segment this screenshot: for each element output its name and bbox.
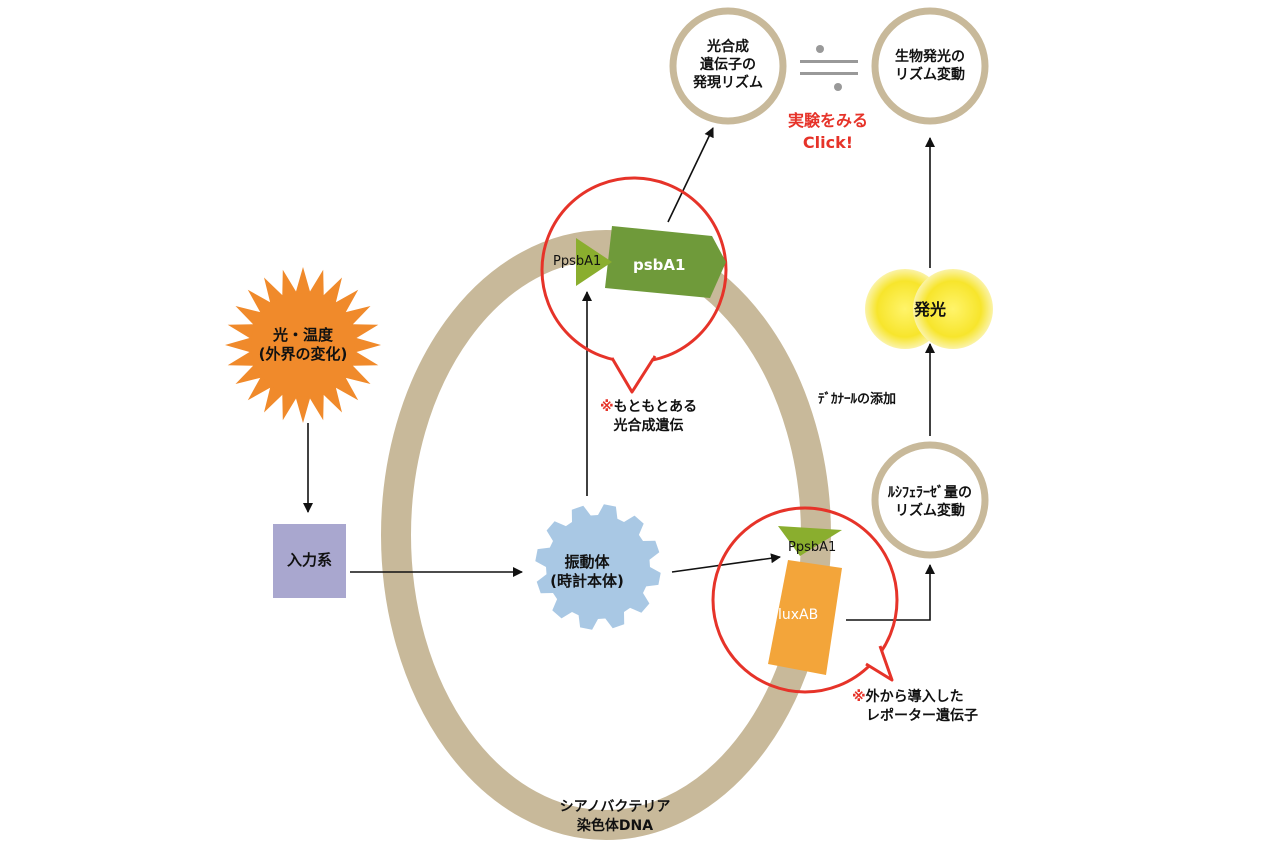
decanal-step-label: ﾃﾞｶﾅｰﾙの添加 bbox=[818, 392, 897, 407]
native-gene-callout bbox=[540, 176, 728, 394]
input-system-box bbox=[273, 524, 346, 598]
emission-label: 発光 bbox=[913, 300, 946, 319]
luxab-promoter-label: PpsbA1 bbox=[788, 540, 837, 555]
luxab-gene-block bbox=[768, 560, 842, 675]
sun-icon bbox=[225, 267, 381, 423]
bioluminescence-rhythm-circle bbox=[871, 7, 989, 125]
luxab-promoter-marker bbox=[778, 526, 842, 556]
psba1-gene-label: psbA1 bbox=[633, 256, 686, 274]
photosynthesis-rhythm-circle bbox=[669, 7, 787, 125]
psba1-promoter-label: PpsbA1 bbox=[553, 254, 602, 269]
input-signal-label: 光・温度 (外界の変化) bbox=[258, 326, 348, 363]
glow-icon bbox=[865, 269, 993, 349]
arrow-luxab-to-luciferase bbox=[846, 564, 935, 621]
photosynthesis-rhythm-label: 光合成 遺伝子の 発現リズム bbox=[693, 39, 763, 91]
input-system-label: 入力系 bbox=[286, 551, 332, 569]
bioluminescence-rhythm-label: 生物発光の リズム変動 bbox=[895, 49, 965, 83]
reporter-gene-note: ※外から導入した レポーター遺伝子 bbox=[852, 689, 978, 724]
oscillator-label: 振動体 (時計本体) bbox=[550, 553, 624, 590]
luxab-gene-label: luxAB bbox=[778, 607, 819, 623]
luciferase-rhythm-label: ﾙｼﾌｪﾗｰｾﾞ量の リズム変動 bbox=[888, 485, 972, 519]
psba1-promoter-marker bbox=[576, 238, 612, 286]
chromosome-label: シアノバクテリア 染色体DNA bbox=[559, 799, 671, 834]
luciferase-rhythm-circle bbox=[871, 441, 989, 559]
experiment-link[interactable]: 実験をみる Click! bbox=[787, 111, 868, 152]
psba1-gene-arrow bbox=[605, 226, 726, 298]
arrow-oscillator-to-luxab bbox=[671, 553, 781, 573]
reporter-gene-callout bbox=[711, 506, 899, 694]
arrow-psba1-to-photosynthesis bbox=[667, 127, 714, 223]
gear-icon bbox=[535, 504, 661, 630]
approx-equal-icon bbox=[800, 45, 858, 91]
native-gene-note: ※もともとある 光合成遺伝 bbox=[600, 399, 698, 434]
